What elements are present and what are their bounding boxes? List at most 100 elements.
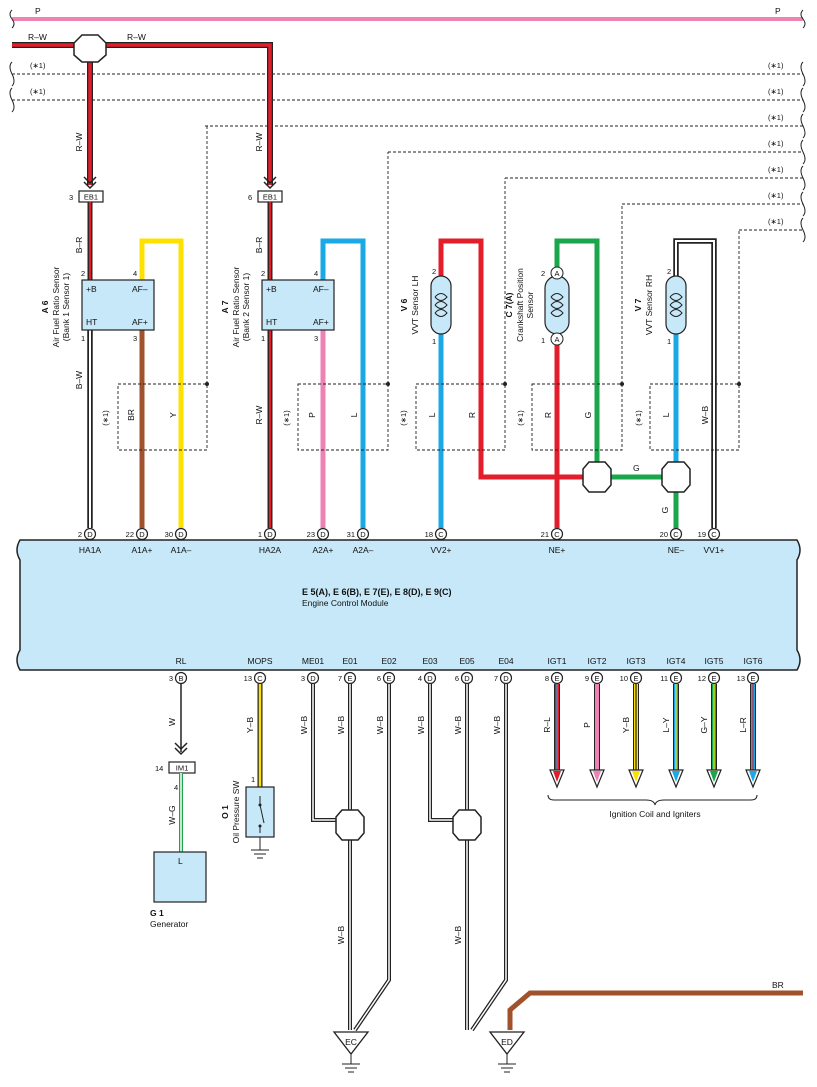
svg-text:HA2A: HA2A xyxy=(259,545,282,555)
svg-text:6: 6 xyxy=(248,193,252,202)
svg-text:AF–: AF– xyxy=(313,284,329,294)
svg-text:Air Fuel Ratio Sensor: Air Fuel Ratio Sensor xyxy=(51,266,61,347)
v6-wires: L R xyxy=(427,238,597,528)
svg-text:11: 11 xyxy=(660,674,668,683)
svg-text:EC: EC xyxy=(345,1037,357,1047)
sensor-v6: 2 1 V 6 VVT Sensor LH xyxy=(399,267,452,346)
svg-text:(∗1): (∗1) xyxy=(516,410,525,426)
svg-text:VVT Sensor LH: VVT Sensor LH xyxy=(410,276,420,335)
svg-text:4: 4 xyxy=(133,269,137,278)
svg-text:VVT Sensor RH: VVT Sensor RH xyxy=(644,275,654,335)
svg-text:D: D xyxy=(503,674,509,683)
svg-text:E02: E02 xyxy=(381,656,396,666)
svg-text:BR: BR xyxy=(126,409,136,421)
svg-text:V 6: V 6 xyxy=(399,298,409,311)
svg-text:(∗1): (∗1) xyxy=(768,113,784,122)
svg-text:(Bank 2 Sensor 1): (Bank 2 Sensor 1) xyxy=(241,273,251,342)
svg-text:(∗1): (∗1) xyxy=(768,217,784,226)
svg-text:(Bank 1 Sensor 1): (Bank 1 Sensor 1) xyxy=(61,273,71,342)
svg-text:C: C xyxy=(554,530,560,539)
svg-text:L: L xyxy=(427,412,437,417)
svg-text:3: 3 xyxy=(133,334,137,343)
sensor-c7: A A 2 1 C 7(A) Crankshaft Position Senso… xyxy=(504,266,570,346)
svg-text:(∗1): (∗1) xyxy=(30,87,46,96)
svg-text:R–W: R–W xyxy=(28,32,47,42)
svg-text:7: 7 xyxy=(338,674,342,683)
eb1-connector-a6: EB1 3 xyxy=(69,190,104,203)
svg-text:1: 1 xyxy=(667,337,671,346)
svg-text:(∗1): (∗1) xyxy=(634,410,643,426)
svg-text:13: 13 xyxy=(244,674,252,683)
svg-text:EB1: EB1 xyxy=(263,193,277,202)
svg-text:L–Y: L–Y xyxy=(661,717,671,732)
eb1-connector-a7: EB1 6 xyxy=(248,190,283,203)
svg-text:D: D xyxy=(267,530,273,539)
svg-text:MOPS: MOPS xyxy=(247,656,272,666)
svg-text:C: C xyxy=(711,530,717,539)
svg-text:1: 1 xyxy=(261,334,265,343)
svg-text:3: 3 xyxy=(301,674,305,683)
svg-text:(∗1): (∗1) xyxy=(768,191,784,200)
svg-text:3: 3 xyxy=(69,193,73,202)
svg-text:Air Fuel Ratio Sensor: Air Fuel Ratio Sensor xyxy=(231,266,241,347)
svg-text:IGT5: IGT5 xyxy=(705,656,724,666)
svg-text:6: 6 xyxy=(377,674,381,683)
svg-text:W–B: W–B xyxy=(336,925,346,944)
svg-text:2: 2 xyxy=(541,269,545,278)
svg-text:6: 6 xyxy=(455,674,459,683)
p-bus: P P xyxy=(12,6,803,21)
star1-rails: (∗1) (∗1) (∗1) (∗1) (∗1) (∗1) (∗1) (∗1) … xyxy=(12,61,803,231)
svg-text:RL: RL xyxy=(176,656,187,666)
svg-text:13: 13 xyxy=(737,674,745,683)
svg-text:1: 1 xyxy=(251,775,255,784)
svg-text:2: 2 xyxy=(432,267,436,276)
svg-text:R: R xyxy=(467,412,477,418)
v7-wires: L W–B xyxy=(661,238,717,528)
svg-text:G: G xyxy=(633,463,640,473)
svg-text:A 7: A 7 xyxy=(220,300,230,313)
svg-text:W–B: W–B xyxy=(299,715,309,734)
svg-text:P: P xyxy=(307,412,317,418)
svg-text:4: 4 xyxy=(174,783,178,792)
svg-text:E05: E05 xyxy=(459,656,474,666)
svg-text:D: D xyxy=(320,530,326,539)
svg-text:(∗1): (∗1) xyxy=(768,61,784,70)
svg-text:G: G xyxy=(660,507,670,514)
svg-text:IGT4: IGT4 xyxy=(667,656,686,666)
svg-text:D: D xyxy=(360,530,366,539)
svg-text:23: 23 xyxy=(307,530,315,539)
svg-text:(∗1): (∗1) xyxy=(30,61,46,70)
ground-ed xyxy=(488,1031,526,1056)
svg-text:3: 3 xyxy=(314,334,318,343)
svg-text:Crankshaft Position: Crankshaft Position xyxy=(515,268,525,342)
svg-text:IM1: IM1 xyxy=(176,764,189,773)
svg-text:D: D xyxy=(464,674,470,683)
svg-text:A 6: A 6 xyxy=(40,300,50,313)
svg-text:D: D xyxy=(139,530,145,539)
svg-text:R: R xyxy=(543,412,553,418)
ignition-wire-6: L–R xyxy=(738,684,761,789)
svg-text:Y–B: Y–B xyxy=(245,717,255,733)
ignition-label: Ignition Coil and Igniters xyxy=(609,809,700,819)
svg-text:(∗1): (∗1) xyxy=(101,410,110,426)
svg-text:4: 4 xyxy=(314,269,318,278)
svg-text:8: 8 xyxy=(545,674,549,683)
svg-text:+B: +B xyxy=(86,284,97,294)
svg-text:BR: BR xyxy=(772,980,784,990)
svg-text:IGT6: IGT6 xyxy=(744,656,763,666)
svg-text:31: 31 xyxy=(347,530,355,539)
ecm-box: E 5(A), E 6(B), E 7(E), E 8(D), E 9(C) E… xyxy=(16,539,801,671)
svg-text:Y: Y xyxy=(168,412,178,418)
svg-text:L: L xyxy=(178,856,183,866)
rw-splice xyxy=(73,34,107,63)
svg-text:C: C xyxy=(438,530,444,539)
